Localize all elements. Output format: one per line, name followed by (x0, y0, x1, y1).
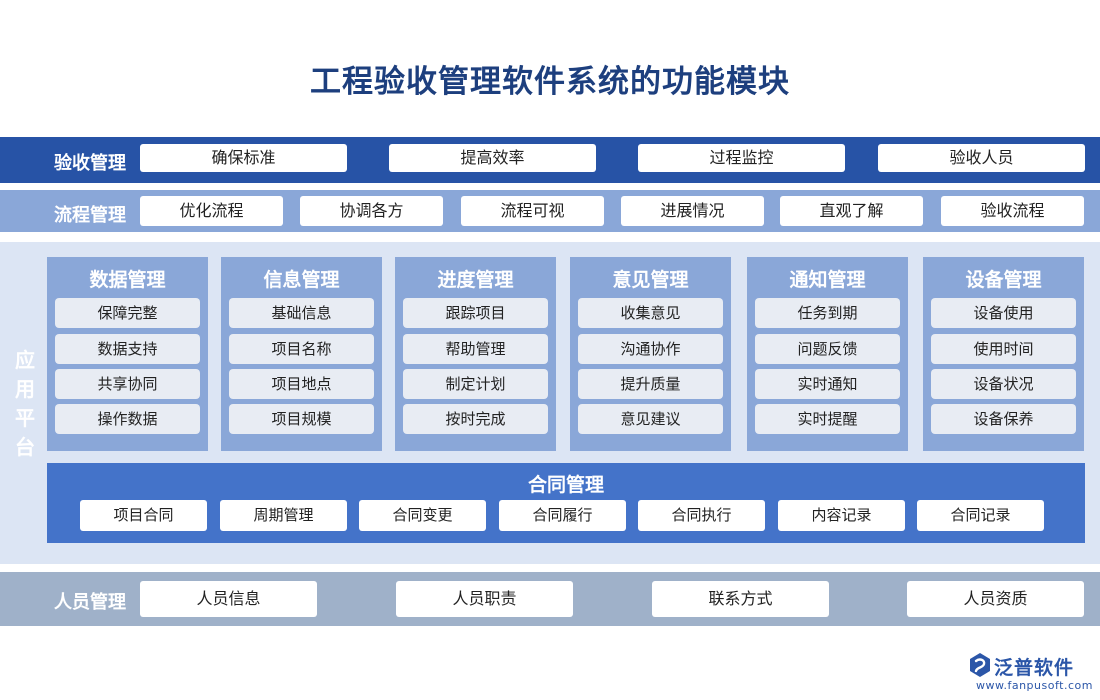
tag-item: 流程可视 (461, 196, 604, 226)
platform-label-char: 平 (15, 406, 35, 430)
module-item: 提升质量 (578, 369, 723, 399)
module-title: 数据管理 (89, 269, 166, 291)
tag-item: 人员职责 (396, 581, 573, 617)
logo-mark-icon (970, 653, 990, 677)
module-title: 信息管理 (263, 269, 340, 291)
tag-item: 验收人员 (878, 144, 1085, 172)
module-item: 设备保养 (931, 404, 1076, 434)
platform-label: 应用平台 (12, 346, 38, 462)
contract-item: 合同变更 (359, 500, 486, 531)
contract-item: 合同执行 (638, 500, 765, 531)
page-title: 工程验收管理软件系统的功能模块 (310, 64, 790, 100)
module-item: 实时通知 (755, 369, 900, 399)
tag-item: 直观了解 (780, 196, 923, 226)
module-item: 共享协同 (55, 369, 200, 399)
module-item: 项目名称 (229, 334, 374, 364)
module-item: 使用时间 (931, 334, 1076, 364)
module-item: 设备使用 (931, 298, 1076, 328)
platform-label-char: 台 (15, 435, 35, 459)
module-item: 项目地点 (229, 369, 374, 399)
tag-item: 协调各方 (300, 196, 443, 226)
module-opinion-management: 意见管理 收集意见 沟通协作 提升质量 意见建议 (570, 257, 731, 451)
module-notification-management: 通知管理 任务到期 问题反馈 实时通知 实时提醒 (747, 257, 908, 451)
band-application-platform: 应用平台 数据管理 保障完整 数据支持 共享协同 操作数据 信息管理 基础信息 … (0, 242, 1100, 564)
contract-item: 合同记录 (917, 500, 1044, 531)
platform-label-char: 用 (15, 377, 35, 401)
module-title: 进度管理 (437, 269, 514, 291)
tag-item: 提高效率 (389, 144, 596, 172)
tag-item: 过程监控 (638, 144, 845, 172)
module-item: 实时提醒 (755, 404, 900, 434)
module-title: 合同管理 (527, 474, 604, 496)
module-item: 基础信息 (229, 298, 374, 328)
module-contract-management: 合同管理 项目合同 周期管理 合同变更 合同履行 合同执行 内容记录 合同记录 (47, 463, 1085, 543)
module-item: 项目规模 (229, 404, 374, 434)
module-info-management: 信息管理 基础信息 项目名称 项目地点 项目规模 (221, 257, 382, 451)
module-title: 意见管理 (612, 269, 689, 291)
band-personnel-management: 人员管理 人员信息 人员职责 联系方式 人员资质 (0, 572, 1100, 626)
tag-item: 进展情况 (621, 196, 764, 226)
module-item: 帮助管理 (403, 334, 548, 364)
tag-item: 验收流程 (941, 196, 1084, 226)
tag-item: 人员资质 (907, 581, 1084, 617)
platform-label-char: 应 (15, 348, 35, 372)
band-label: 流程管理 (54, 205, 126, 226)
module-item: 设备状况 (931, 369, 1076, 399)
contract-item: 周期管理 (220, 500, 347, 531)
band-acceptance-management: 验收管理 确保标准 提高效率 过程监控 验收人员 (0, 137, 1100, 183)
band-process-management: 流程管理 优化流程 协调各方 流程可视 进展情况 直观了解 验收流程 (0, 190, 1100, 232)
tag-item: 优化流程 (140, 196, 283, 226)
logo-name: 泛普软件 (994, 657, 1075, 679)
module-item: 意见建议 (578, 404, 723, 434)
module-item: 任务到期 (755, 298, 900, 328)
tag-item: 确保标准 (140, 144, 347, 172)
contract-item: 内容记录 (778, 500, 905, 531)
band-label: 验收管理 (54, 153, 126, 174)
tag-item: 人员信息 (140, 581, 317, 617)
module-title: 设备管理 (965, 269, 1042, 291)
module-data-management: 数据管理 保障完整 数据支持 共享协同 操作数据 (47, 257, 208, 451)
module-item: 问题反馈 (755, 334, 900, 364)
module-item: 保障完整 (55, 298, 200, 328)
module-equipment-management: 设备管理 设备使用 使用时间 设备状况 设备保养 (923, 257, 1084, 451)
module-item: 收集意见 (578, 298, 723, 328)
contract-item: 合同履行 (499, 500, 626, 531)
contract-item: 项目合同 (80, 500, 207, 531)
module-item: 按时完成 (403, 404, 548, 434)
module-item: 操作数据 (55, 404, 200, 434)
module-item: 制定计划 (403, 369, 548, 399)
module-item: 数据支持 (55, 334, 200, 364)
band-label: 人员管理 (54, 592, 126, 613)
module-title: 通知管理 (789, 269, 866, 291)
module-item: 跟踪项目 (403, 298, 548, 328)
tag-item: 联系方式 (652, 581, 829, 617)
logo-url: www.fanpusoft.com (976, 679, 1093, 692)
module-item: 沟通协作 (578, 334, 723, 364)
brand-logo: 泛普软件 www.fanpusoft.com (968, 652, 1094, 696)
module-progress-management: 进度管理 跟踪项目 帮助管理 制定计划 按时完成 (395, 257, 556, 451)
